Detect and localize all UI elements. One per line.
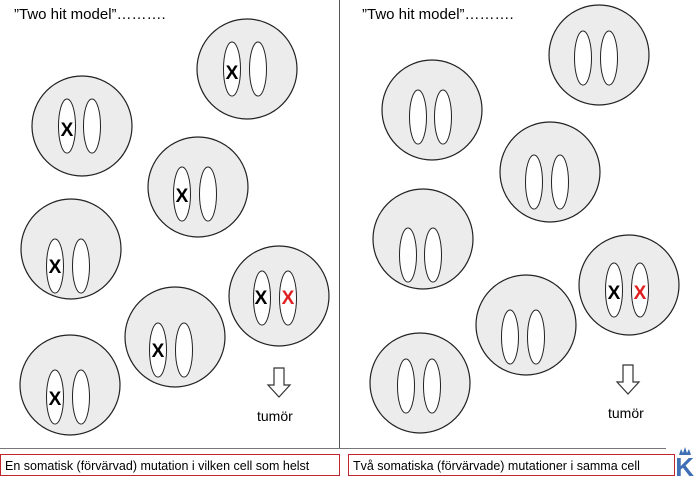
left-cell-1: X [196,18,298,120]
down-arrow-icon [615,364,641,395]
mutation-mark: X [49,389,62,410]
left-cell-3: X [147,136,249,238]
left-cell-6: X [124,286,226,388]
left-cell-5: X X [228,245,330,347]
right-cell-3 [499,121,601,223]
mutation-mark: X [176,186,189,207]
second-hit-mark: X [634,283,647,304]
first-hit-mark: X [255,288,268,309]
right-caption: Två somatiska (förvärvade) mutationer i … [348,454,675,476]
mutation-mark: X [61,120,74,141]
right-panel-title: ”Two hit model”………. [362,6,514,23]
second-hit-mark: X [282,288,295,309]
bottom-rule [0,448,666,449]
first-hit-mark: X [608,283,621,304]
left-panel-title: ”Two hit model”………. [14,6,166,23]
right-cell-5: X X [578,234,680,336]
left-cell-2: X [31,75,133,177]
right-cell-6 [475,274,577,376]
left-cell-7: X [19,334,121,436]
mutation-mark: X [152,341,165,362]
left-tumor-label: tumör [257,408,293,424]
right-cell-7 [369,332,471,434]
right-cell-4 [372,188,474,290]
mutation-mark: X [226,63,239,84]
university-logo-icon: K [675,446,695,480]
left-cell-4: X [20,198,122,300]
left-caption: En somatisk (förvärvad) mutation i vilke… [0,454,340,476]
mutation-mark: X [49,257,62,278]
right-cell-1 [548,4,650,106]
down-arrow-icon [266,367,292,398]
right-cell-2 [381,59,483,161]
right-tumor-label: tumör [608,405,644,421]
panel-divider [339,0,340,448]
